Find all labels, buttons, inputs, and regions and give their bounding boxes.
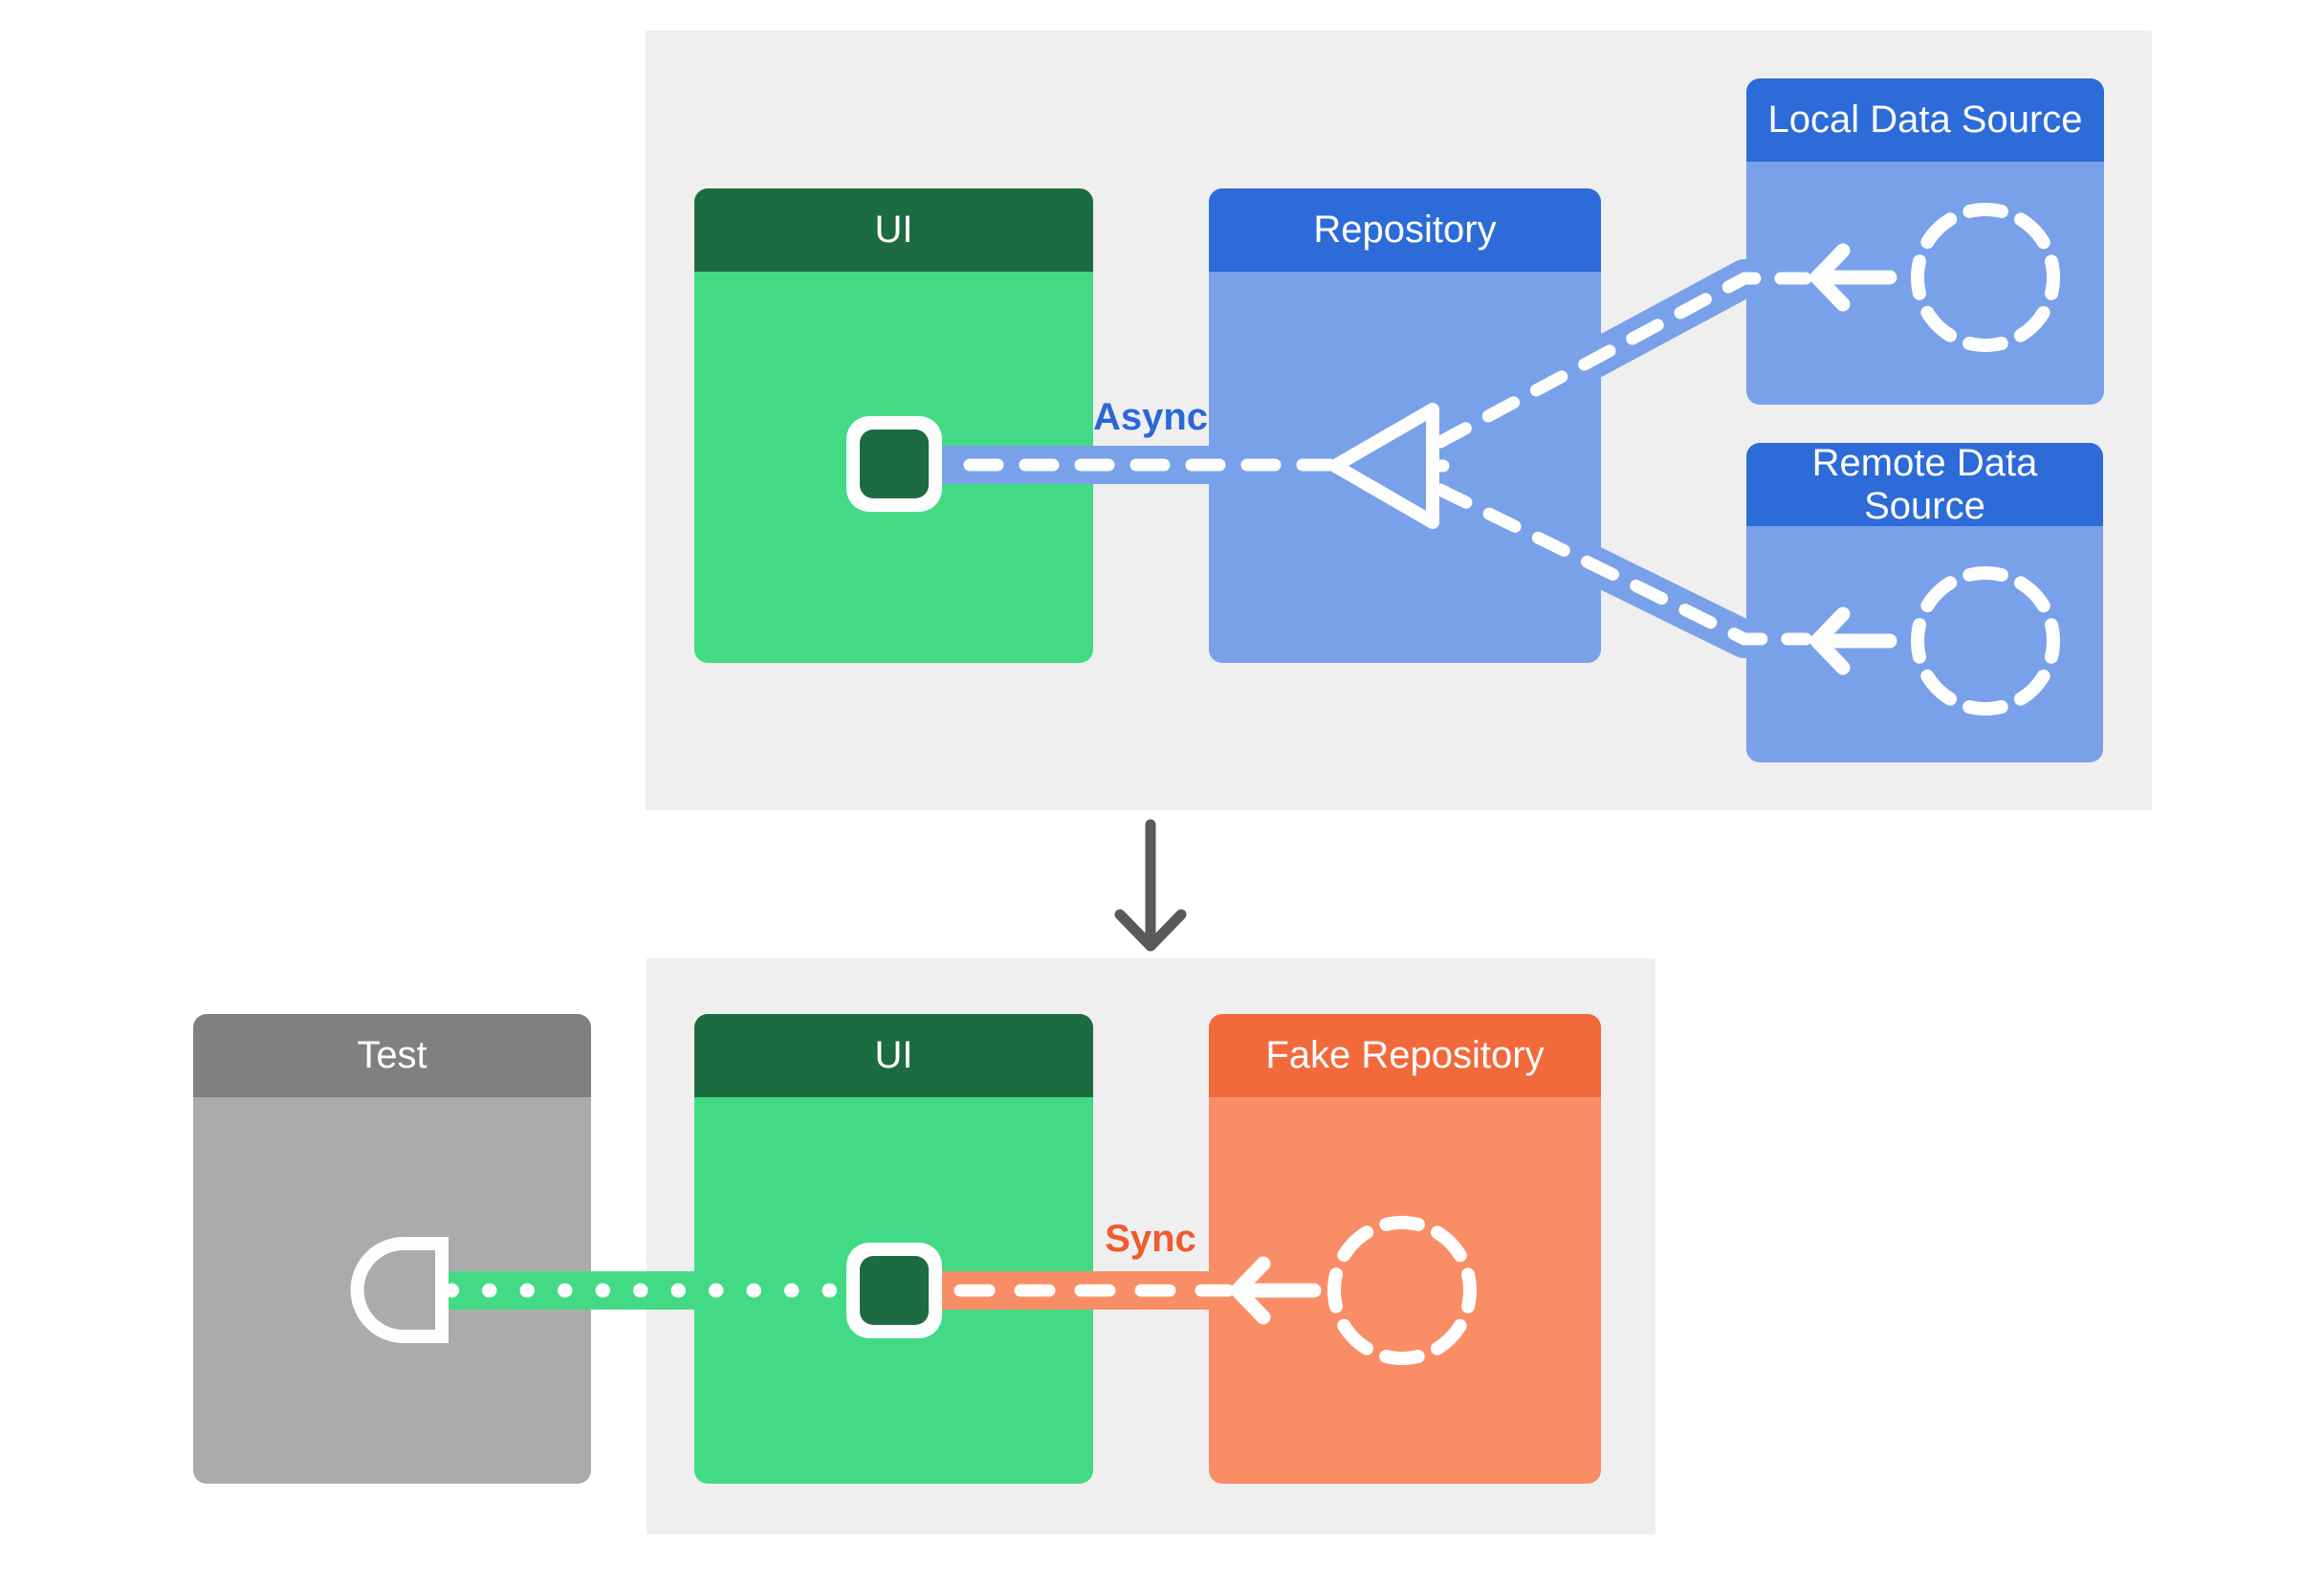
repository-box: Repository xyxy=(1209,188,1601,663)
repository-box-title: Repository xyxy=(1313,209,1497,251)
ui-box-body xyxy=(694,272,1093,663)
test-box-header: Test xyxy=(193,1014,591,1097)
remote-data-source-box: Remote Data Source xyxy=(1746,443,2103,762)
fake-repository-box: Fake Repository xyxy=(1209,1014,1601,1484)
remote-data-source-header: Remote Data Source xyxy=(1746,443,2103,527)
ui-box: UI xyxy=(694,188,1093,663)
local-data-source-title: Local Data Source xyxy=(1767,99,2083,141)
test-box-body xyxy=(193,1097,591,1484)
test-box: Test xyxy=(193,1014,591,1484)
ui-box-test-flow-body xyxy=(694,1097,1093,1484)
local-data-source-body xyxy=(1746,162,2104,405)
remote-data-source-title: Remote Data Source xyxy=(1811,443,2038,527)
fake-repository-title: Fake Repository xyxy=(1265,1034,1545,1076)
remote-data-source-body xyxy=(1746,526,2103,762)
fake-repository-body xyxy=(1209,1097,1601,1484)
fake-repository-header: Fake Repository xyxy=(1209,1014,1601,1097)
repository-box-header: Repository xyxy=(1209,188,1601,272)
local-data-source-header: Local Data Source xyxy=(1746,78,2104,162)
ui-box-test-flow-title: UI xyxy=(874,1034,913,1076)
async-label: Async xyxy=(1092,396,1209,438)
ui-box-title: UI xyxy=(874,209,913,251)
ui-box-test-flow-header: UI xyxy=(694,1014,1093,1097)
test-box-title: Test xyxy=(357,1034,428,1076)
repository-box-body xyxy=(1209,272,1601,663)
sync-label: Sync xyxy=(1105,1218,1196,1260)
down-arrow-icon xyxy=(1114,819,1187,952)
ui-box-test-flow: UI xyxy=(694,1014,1093,1484)
ui-box-header: UI xyxy=(694,188,1093,272)
local-data-source-box: Local Data Source xyxy=(1746,78,2104,405)
